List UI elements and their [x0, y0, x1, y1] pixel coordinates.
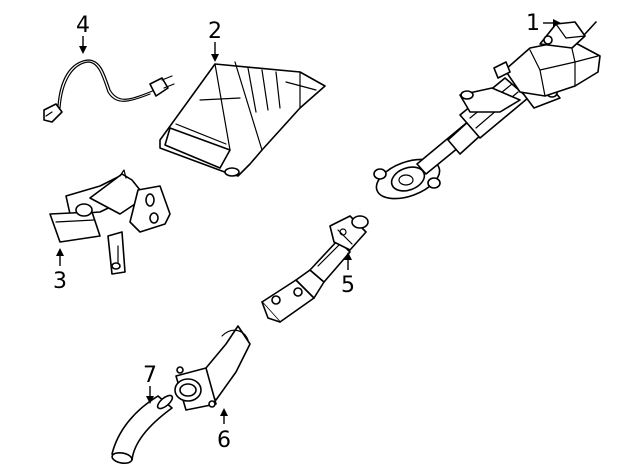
callout-6: 6 [217, 408, 231, 453]
part-5-intermediate-shaft [261, 215, 369, 323]
part-2-column-cover [159, 61, 326, 177]
part-7-sleeve [111, 394, 174, 465]
callout-3-label: 3 [53, 269, 67, 294]
part-6-boot-seal [174, 325, 251, 411]
callout-1-label: 1 [526, 11, 540, 36]
part-1-steering-column [373, 21, 601, 200]
callout-3: 3 [53, 248, 67, 294]
callout-1: 1 [526, 11, 561, 36]
callout-7: 7 [143, 363, 157, 404]
callout-5: 5 [341, 252, 355, 298]
callout-4-label: 4 [76, 13, 90, 38]
callout-5-label: 5 [341, 273, 355, 298]
part-4-wiring-harness [43, 59, 175, 123]
callout-2: 2 [208, 19, 222, 62]
callout-4: 4 [76, 13, 90, 54]
callout-2-label: 2 [208, 19, 222, 44]
callout-7-label: 7 [143, 363, 157, 388]
callout-6-label: 6 [217, 428, 231, 453]
part-3-bracket [49, 169, 171, 275]
